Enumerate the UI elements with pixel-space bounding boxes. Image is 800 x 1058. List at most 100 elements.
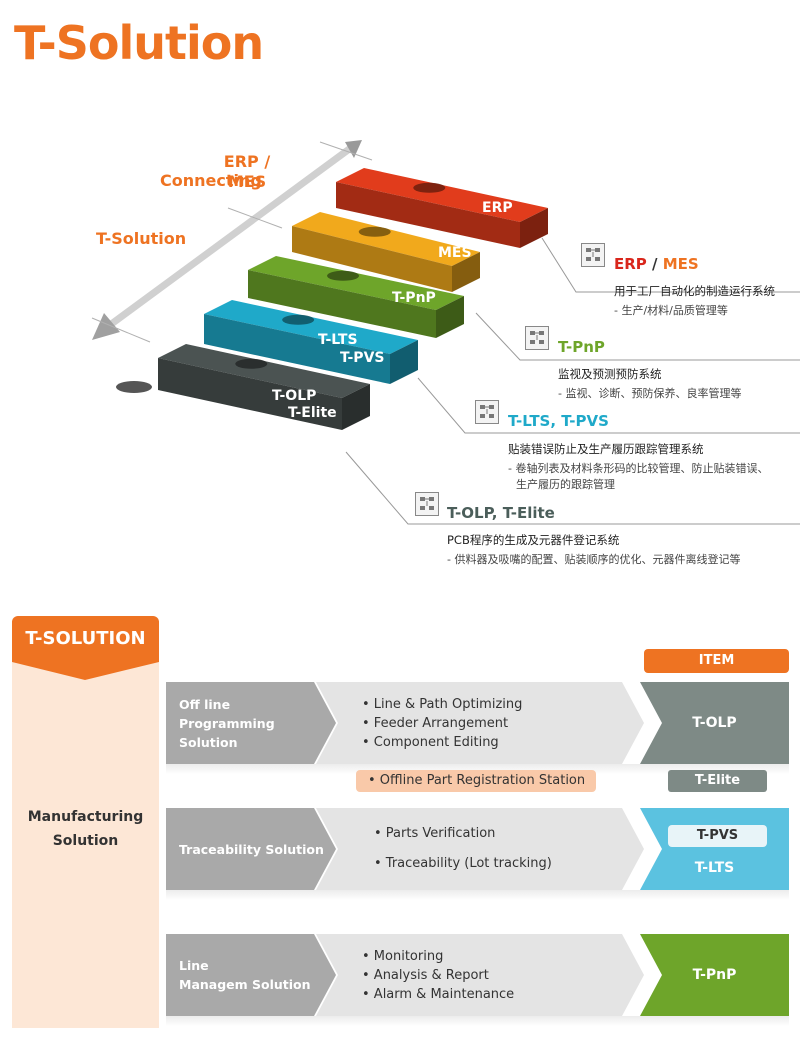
step-front-face [248,270,436,338]
description-title-a: T-PnP [558,338,605,356]
description-main: PCB程序的生成及元器件登记系统 [447,533,620,547]
row-category-line: Traceability Solution [179,841,324,857]
monitor-person-icon [525,326,549,350]
description-title-separator: / [646,255,663,273]
t-pvs-pill: T-PVS [668,825,767,847]
description-main: 监视及预测预防系统 [558,367,662,381]
step-label-2: T-PVS [340,350,384,366]
screen-chart-icon [475,400,499,424]
description-sub-line1: - 卷轴列表及材料条形码的比较管理、防止贴装错误、 [508,462,769,475]
row-category-line: Solution [179,734,238,750]
description-title: T-LTS, T-PVS [508,412,609,430]
description-sub-line1: - 生产/材料/品质管理等 [614,304,728,317]
step-label: T-OLP [272,388,316,404]
erp-mes-label: ERP / MES [202,152,292,192]
row-feature-item: • Traceability (Lot tracking) [374,856,552,871]
description-title-a: ERP [614,255,647,273]
footprint-icon [413,182,446,193]
step-front-face [158,358,342,430]
t-solution-header-arrow [12,662,159,680]
row-feature-item: • Monitoring [362,948,444,964]
description-main: 贴装错误防止及生产履历跟踪管理系统 [508,442,704,456]
manufacturing-label-line2: Solution [52,833,119,849]
row-feature-item: • Alarm & Maintenance [362,986,515,1002]
row-category-line: Line [179,958,209,973]
manufacturing-solution-label: Manufacturing Solution [12,805,159,853]
step-label: ERP [482,200,513,216]
step-top-face [248,256,464,310]
offline-part-registration-pill: • Offline Part Registration Station [356,770,596,792]
pcb-grid-icon [415,492,439,516]
row-category-line: Programming [179,715,275,731]
footprint-icon [327,270,360,281]
step-side-face [390,340,418,384]
description-sub: - 生产/材料/品质管理等 [614,303,728,319]
footprint-icon [358,226,391,237]
footprint-icon [235,358,268,369]
row-shadow [166,1016,789,1026]
step-top-face [204,300,418,354]
row-shadow [166,890,789,900]
erp-mes-line1: ERP / MES [223,152,271,191]
step-front-face [204,314,390,384]
footprint-icon [282,314,315,325]
manufacturing-label-line1: Manufacturing [27,809,144,825]
connector-lines [345,237,800,525]
step-front-face [336,182,520,248]
diagonal-arrow [91,140,373,343]
description-title: ERP / MES [614,255,699,273]
row-features: • Line & Path Optimizing• Feeder Arrange… [316,682,644,764]
step-erp: ERP [336,168,548,248]
description-sub-line1: - 供料器及吸嘴的配置、贴装顺序的优化、元器件离线登记等 [447,553,741,566]
step-side-face [452,252,480,292]
solution-row: Traceability Solution• Parts Verificatio… [166,808,789,900]
description-sub: - 供料器及吸嘴的配置、贴装顺序的优化、元器件离线登记等 [447,552,740,568]
step-front-face [292,226,452,292]
step-mes: MES [292,212,480,292]
step-label: MES [438,245,472,261]
description-sub-line1: - 监视、诊断、预防保养、良率管理等 [558,387,742,400]
step-top-face [158,344,370,398]
step-t-pnp: T-PnP [248,256,464,338]
row-shadow [166,764,789,774]
row-item: T-PnP [640,934,789,1016]
description-title: T-OLP, T-Elite [447,504,555,522]
row-item: T-OLP [640,682,789,764]
step-side-face [520,208,548,248]
description-title-a: T-LTS, T-PVS [508,412,609,430]
floor-footprint [116,381,152,393]
row-category: Traceability Solution [166,808,336,890]
step-t-lts: T-LTS T-PVS [204,300,418,384]
row-features: • Monitoring • Analysis & Report • Alarm &… [316,934,644,1016]
row-feature-item: • Component Editing [362,734,499,750]
step-side-face [342,384,370,430]
connecting-label: Connecting [160,171,262,190]
step-label: T-PnP [392,290,436,306]
t-solution-flow-label: T-Solution [96,229,187,248]
page-title: T-Solution [14,16,264,70]
step-side-face [436,296,464,338]
row-item-label: T-LTS [694,860,735,876]
row-item-label: T-PnP [692,967,737,983]
row-item: T-LTS [640,808,789,890]
step-top-face [336,168,548,222]
description-sub: - 卷轴列表及材料条形码的比较管理、防止贴装错误、生产履历的跟踪管理 [508,461,768,493]
step-label-2: T-Elite [288,405,337,421]
description-title-a: T-OLP, T-Elite [447,504,555,522]
row-feature-item: • Analysis & Report [362,967,489,983]
row-category-line: Managem Solution [179,977,311,992]
workflow-icon [581,243,605,267]
t-solution-header: T-SOLUTION [12,616,159,662]
item-badge: ITEM [644,649,789,673]
step-label: T-LTS [318,332,358,348]
row-feature-item: • Line & Path Optimizing [362,696,523,712]
step-top-face [292,212,480,266]
row-category-line: Off line [179,696,231,712]
description-main: 用于工厂自动化的制造运行系统 [614,284,775,298]
